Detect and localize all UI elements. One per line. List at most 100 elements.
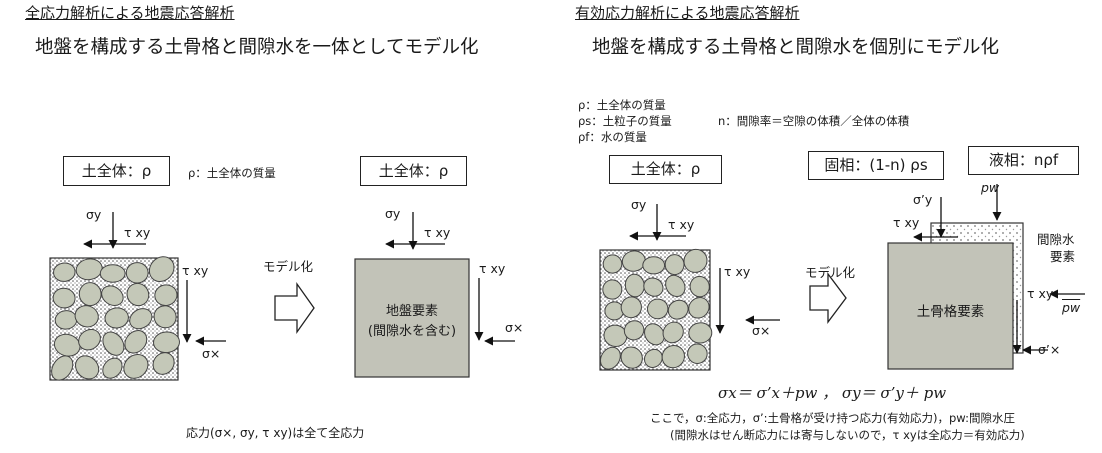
soil-particle bbox=[599, 346, 621, 370]
model-soil-label: 土全体：ρ bbox=[378, 162, 449, 180]
right-soil-block bbox=[599, 248, 713, 371]
model-tau-xy-top: τ xy bbox=[424, 225, 451, 240]
model-tau-xy: τ xy bbox=[893, 215, 920, 230]
right-caption-2: (間隙水はせん断応力には寄与しないので，τ xyは全応力＝有効応力) bbox=[670, 428, 1025, 442]
soil-particle bbox=[623, 320, 645, 341]
soil-particle bbox=[129, 308, 153, 330]
soil-particle bbox=[689, 275, 710, 298]
right-soil-label: 土全体：ρ bbox=[630, 160, 701, 178]
soil-particle bbox=[644, 348, 663, 368]
soil-particle bbox=[154, 284, 178, 307]
left-sigma-x: σ× bbox=[202, 346, 221, 361]
soil-particle bbox=[647, 298, 669, 320]
pore-pressure-top: pw bbox=[981, 180, 1000, 195]
soil-particle bbox=[102, 357, 123, 379]
soil-particle bbox=[687, 343, 708, 364]
legend-rho-f: ρf：水の質量 bbox=[578, 130, 647, 144]
right-caption-1: ここで，σ:全応力，σ’:土骨格が受け持つ応力(有効応力)，pw:間隙水圧 bbox=[650, 411, 1015, 425]
soil-particle bbox=[665, 274, 686, 298]
effective-sigma-x: σ’× bbox=[1038, 342, 1061, 357]
stress-equation: σx＝ σ’x＋pw ， σy＝ σ’y＋ pw bbox=[718, 384, 947, 402]
left-subheading: 地盤を構成する土骨格と間隙水を一体としてモデル化 bbox=[35, 37, 479, 58]
left-tau-xy-right: τ xy bbox=[182, 263, 209, 278]
soil-particle bbox=[148, 256, 175, 282]
right-stress-arrows bbox=[629, 204, 780, 334]
left-sigma-y: σy bbox=[86, 207, 102, 222]
right-soil-label-box: 土全体：ρ bbox=[609, 155, 722, 184]
porosity-note: n：間隙率＝空隙の体積／全体の体積 bbox=[718, 114, 910, 128]
soil-particle bbox=[688, 297, 710, 319]
left-heading: 全応力解析による地震応答解析 bbox=[25, 4, 235, 22]
right-model-stress-arrows bbox=[913, 184, 1085, 355]
ground-element-sublabel: (間隙水を含む) bbox=[367, 324, 457, 339]
soil-particle bbox=[603, 324, 628, 347]
left-soil-label: 土全体：ρ bbox=[81, 162, 152, 180]
left-caption: 応力(σ×, σy, τ xy)は全て全応力 bbox=[186, 426, 365, 440]
soil-particle bbox=[688, 322, 713, 344]
left-model-stress-arrows bbox=[385, 212, 515, 346]
model-tau-xy-right: τ xy bbox=[479, 261, 506, 276]
pore-water-label: 間隙水 bbox=[1037, 232, 1075, 247]
soil-particle bbox=[53, 262, 76, 282]
soil-particle bbox=[124, 330, 148, 354]
left-tau-xy-top: τ xy bbox=[124, 225, 151, 240]
soil-particle bbox=[51, 355, 74, 381]
soil-particle bbox=[152, 352, 175, 375]
soil-particle bbox=[620, 296, 642, 319]
left-stress-arrows bbox=[83, 212, 226, 346]
soil-particle bbox=[667, 299, 689, 320]
soil-particle bbox=[620, 346, 643, 369]
skeleton-element-label: 土骨格要素 bbox=[916, 304, 985, 320]
right-sigma-x: σ× bbox=[752, 323, 771, 338]
effective-sigma-y: σ’y bbox=[913, 192, 933, 207]
liquid-phase-label-box: 液相：nρf bbox=[968, 146, 1079, 175]
right-subheading: 地盤を構成する土骨格と間隙水を個別にモデル化 bbox=[592, 37, 1000, 58]
soil-particle bbox=[78, 329, 101, 351]
left-ground-element bbox=[354, 258, 470, 378]
soil-particle bbox=[78, 282, 102, 307]
right-sigma-y: σy bbox=[631, 197, 647, 212]
soil-particle bbox=[101, 285, 124, 306]
soil-particle bbox=[602, 254, 623, 274]
ground-element-label: 地盤要素 bbox=[385, 304, 438, 319]
soil-particle bbox=[74, 305, 99, 328]
model-soil-label-box: 土全体：ρ bbox=[360, 156, 467, 186]
soil-particle bbox=[621, 250, 646, 272]
soil-particle bbox=[664, 254, 685, 276]
left-soil-label-box: 土全体：ρ bbox=[63, 156, 170, 186]
liquid-phase-label: 液相：nρf bbox=[988, 151, 1059, 169]
soil-particle bbox=[643, 277, 664, 297]
legend-rho: ρ：土全体の質量 bbox=[578, 98, 666, 112]
right-heading: 有効応力解析による地震応答解析 bbox=[575, 4, 800, 22]
soil-particle bbox=[683, 248, 708, 273]
soil-particle bbox=[602, 279, 623, 300]
solid-phase-label: 固相：(1-n) ρs bbox=[824, 156, 928, 174]
soil-particle bbox=[75, 355, 100, 380]
model-tau-xy-right: τ xy bbox=[1027, 286, 1054, 301]
right-tau-xy-right: τ xy bbox=[724, 264, 751, 279]
soil-particle bbox=[102, 331, 125, 356]
right-tau-xy-top: τ xy bbox=[668, 217, 695, 232]
left-model-label: モデル化 bbox=[263, 259, 314, 274]
right-model-arrow bbox=[809, 272, 847, 324]
left-rho-note: ρ：土全体の質量 bbox=[188, 166, 276, 180]
model-sigma-x: σ× bbox=[505, 320, 524, 335]
soil-particle bbox=[153, 305, 177, 329]
soil-particle bbox=[126, 282, 150, 307]
pore-pressure-right: pw bbox=[1062, 300, 1081, 315]
left-soil-block bbox=[49, 256, 180, 381]
soil-particle bbox=[644, 323, 665, 346]
soil-particle bbox=[99, 264, 126, 283]
soil-particle bbox=[123, 353, 149, 379]
soil-particle bbox=[53, 333, 81, 357]
solid-phase-label-box: 固相：(1-n) ρs bbox=[808, 151, 944, 180]
right-model-label: モデル化 bbox=[805, 265, 856, 280]
soil-particle bbox=[125, 262, 149, 284]
soil-skeleton-element bbox=[887, 242, 1014, 370]
soil-particle bbox=[662, 321, 684, 344]
pore-water-label-2: 要素 bbox=[1050, 249, 1076, 264]
soil-particle bbox=[661, 344, 685, 369]
model-sigma-y: σy bbox=[385, 206, 401, 221]
soil-particle bbox=[642, 256, 666, 275]
